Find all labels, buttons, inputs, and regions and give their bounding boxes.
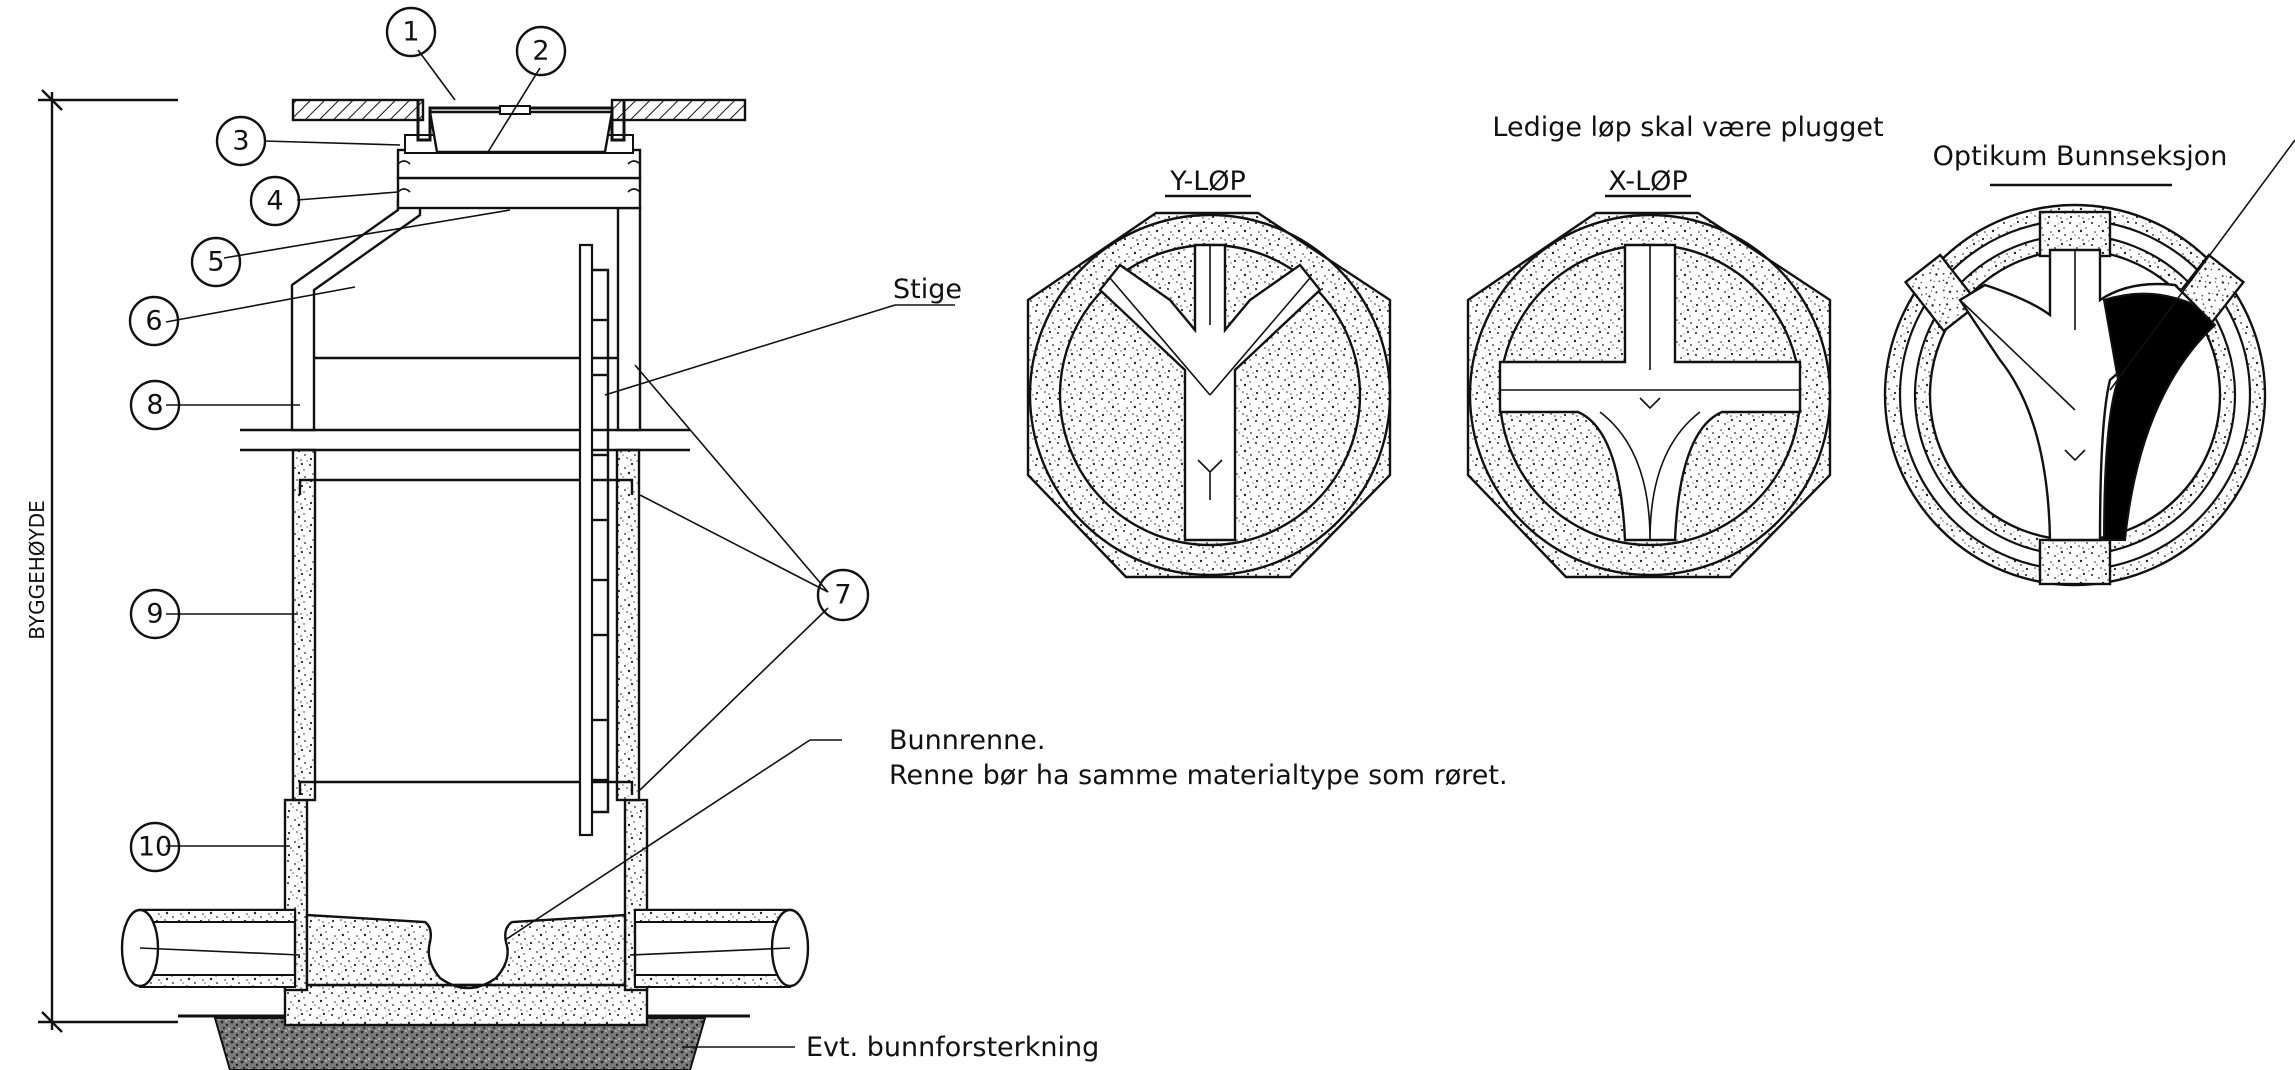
svg-text:3: 3 xyxy=(232,126,249,157)
base-slab xyxy=(283,983,649,1027)
callout-4: 4 xyxy=(249,175,301,227)
bunnrenne-note: Renne bør ha samme materialtype som røre… xyxy=(889,760,1508,791)
road-surface-right xyxy=(610,98,747,122)
bunnrenne-label: Bunnrenne. xyxy=(889,725,1045,756)
svg-text:10: 10 xyxy=(138,832,172,863)
svg-text:7: 7 xyxy=(834,580,851,611)
svg-text:1: 1 xyxy=(402,17,419,48)
bench-channel xyxy=(305,913,627,990)
pipe-left xyxy=(120,908,301,988)
x-lop-plan: X-LØP xyxy=(1466,166,1832,579)
callout-1: 1 xyxy=(385,6,437,58)
bunnforsterkning-label: Evt. bunnforsterkning xyxy=(806,1032,1099,1063)
svg-text:4: 4 xyxy=(266,186,283,217)
cover xyxy=(428,110,614,154)
callout-3: 3 xyxy=(215,115,267,167)
leader-lines xyxy=(165,49,955,1048)
callout-9: 9 xyxy=(129,588,181,640)
height-dimension: BYGGEHØYDE xyxy=(25,89,178,1033)
svg-text:6: 6 xyxy=(145,306,162,337)
callout-5: 5 xyxy=(190,236,242,288)
road-surface-left xyxy=(291,98,425,122)
callout-8: 8 xyxy=(129,379,181,431)
manhole-section: BYGGEHØYDE xyxy=(25,6,1508,1070)
pipe-right xyxy=(629,908,810,988)
svg-text:5: 5 xyxy=(207,247,224,278)
ledige-lop-note: Ledige løp skal være plugget xyxy=(1492,112,1883,143)
y-lop-plan: Y-LØP xyxy=(1026,166,1392,579)
svg-text:8: 8 xyxy=(146,390,163,421)
callout-7: 7 xyxy=(816,568,870,622)
svg-text:9: 9 xyxy=(146,599,163,630)
stige-label: Stige xyxy=(893,274,962,305)
svg-text:Optikum Bunnseksjon: Optikum Bunnseksjon xyxy=(1933,141,2228,172)
ring-left xyxy=(291,448,317,802)
callout-6: 6 xyxy=(128,295,180,347)
svg-text:X-LØP: X-LØP xyxy=(1608,166,1687,197)
callout-2: 2 xyxy=(515,25,567,77)
svg-text:Y-LØP: Y-LØP xyxy=(1169,166,1246,197)
callout-10: 10 xyxy=(129,821,181,873)
byggehoyde-label: BYGGEHØYDE xyxy=(25,500,49,640)
ladder xyxy=(578,243,610,837)
cone-section xyxy=(290,198,422,432)
svg-text:2: 2 xyxy=(532,36,549,67)
optikum-plan: Optikum Bunnseksjon xyxy=(1883,139,2295,587)
ring-right xyxy=(615,448,641,802)
